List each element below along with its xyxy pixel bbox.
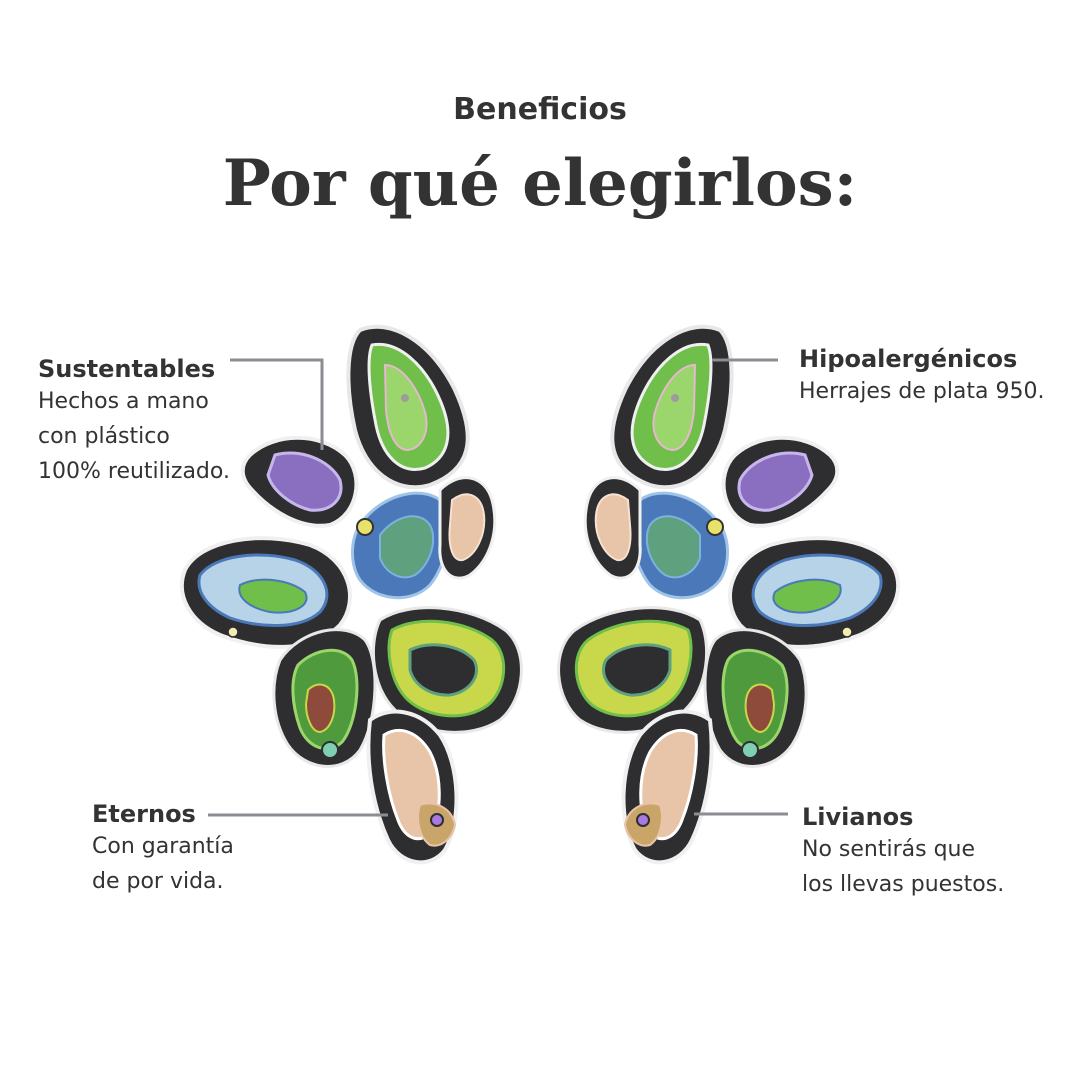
benefit-desc-line: los llevas puestos. xyxy=(802,872,1005,897)
benefit-desc-line: Hechos a mano xyxy=(38,389,209,414)
benefit-desc-line: No sentirás que xyxy=(802,837,976,862)
page-title: Por qué elegirlos: xyxy=(222,146,858,221)
benefit-livianos: Livianos No sentirás que los llevas pues… xyxy=(802,802,1004,902)
benefit-desc-line: de por vida. xyxy=(92,869,224,894)
benefit-name: Livianos xyxy=(802,803,914,831)
right-earring xyxy=(556,324,901,865)
benefit-sustentables: Sustentables Hechos a mano con plástico … xyxy=(38,354,230,489)
benefit-desc-line: 100% reutilizado. xyxy=(38,459,230,484)
left-earring xyxy=(179,324,524,865)
benefit-desc-line: Con garantía xyxy=(92,834,234,859)
benefit-name: Hipoalergénicos xyxy=(799,345,1018,373)
section-eyebrow: Beneficios xyxy=(453,92,627,127)
benefit-hipoalergenicos: Hipoalergénicos Herrajes de plata 950. xyxy=(799,344,1045,409)
benefit-eternos: Eternos Con garantía de por vida. xyxy=(92,799,234,899)
benefit-desc-line: Herrajes de plata 950. xyxy=(799,379,1045,404)
benefit-name: Sustentables xyxy=(38,355,216,383)
connector-line-sustentables xyxy=(230,358,324,450)
benefit-desc-line: con plástico xyxy=(38,424,170,449)
benefit-name: Eternos xyxy=(92,800,196,828)
